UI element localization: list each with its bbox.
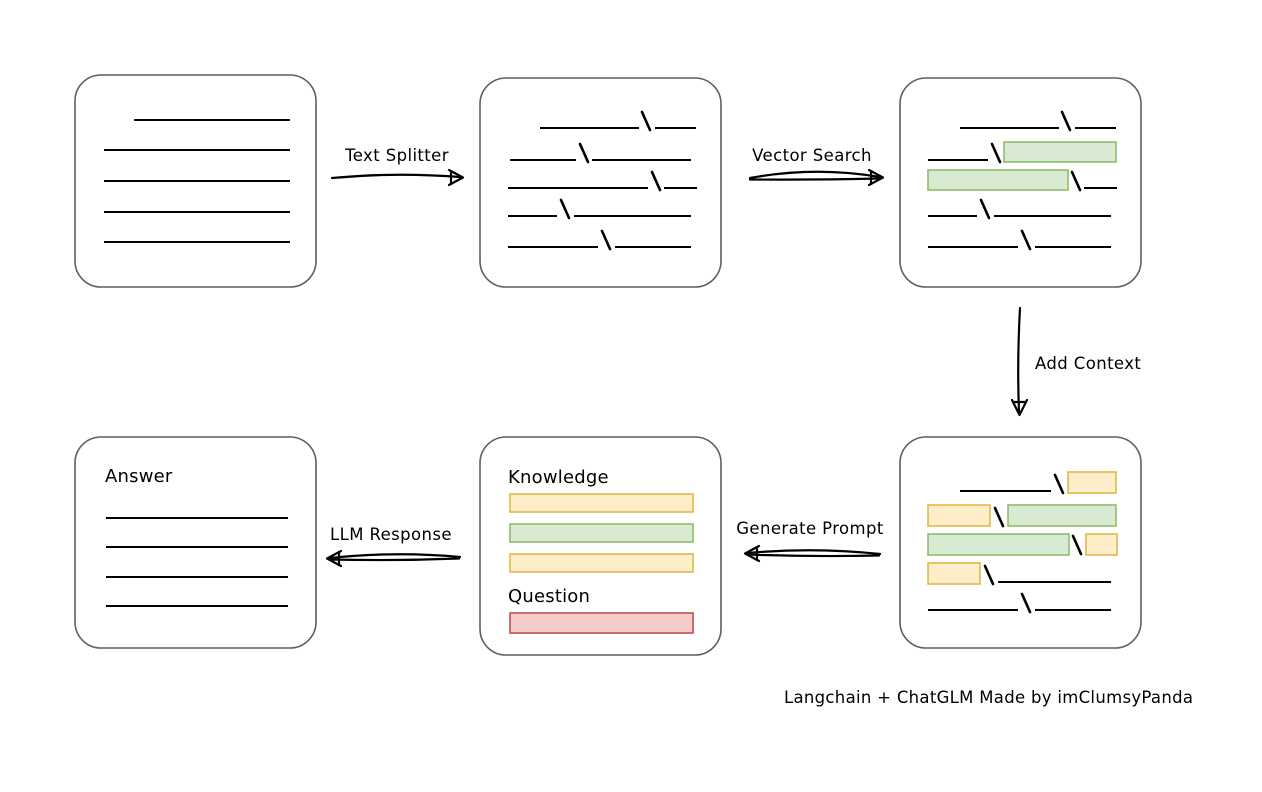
matched-chunk-green-2 (927, 169, 1069, 191)
question-chip-red-1 (509, 612, 694, 634)
context-chunk-yellow-2 (927, 504, 991, 527)
node-context-document[interactable] (899, 436, 1142, 649)
node-prompt[interactable]: Knowledge Question (479, 436, 722, 656)
edge-vector-search: Vector Search (748, 146, 885, 187)
context-chunk-yellow-1 (1067, 471, 1117, 494)
edge-add-context: Add Context (1010, 306, 1141, 417)
context-chunk-yellow-3 (1085, 533, 1118, 556)
context-document-lines (927, 471, 1118, 614)
source-document-lines (104, 118, 290, 244)
edge-label-text-splitter: Text Splitter (344, 146, 449, 165)
knowledge-chip-yellow-1 (509, 493, 694, 513)
prompt-box[interactable] (479, 436, 722, 656)
edge-label-vector-search: Vector Search (752, 146, 872, 165)
edge-llm-response: LLM Response (325, 525, 462, 568)
prompt-question-chips (509, 612, 694, 634)
answer-lines (106, 516, 288, 608)
context-chunk-green-2 (927, 533, 1070, 556)
knowledge-chip-green-1 (509, 523, 694, 543)
context-chunk-green-1 (1007, 504, 1117, 527)
node-matched-document[interactable] (899, 77, 1142, 288)
knowledge-chip-yellow-2 (509, 553, 694, 573)
answer-box[interactable] (74, 436, 317, 649)
edge-generate-prompt: Generate Prompt (736, 519, 884, 563)
edge-label-generate-prompt: Generate Prompt (736, 519, 884, 538)
prompt-knowledge-chips (509, 493, 694, 573)
split-document-box[interactable] (479, 77, 722, 288)
split-document-lines (508, 110, 697, 251)
edge-text-splitter: Text Splitter (330, 146, 465, 187)
matched-document-lines (927, 110, 1117, 251)
edge-label-llm-response: LLM Response (330, 525, 452, 544)
node-answer[interactable]: Answer (74, 436, 317, 649)
prompt-question-label: Question (508, 586, 590, 607)
footer-credit: Langchain + ChatGLM Made by imClumsyPand… (784, 688, 1193, 707)
node-split-document[interactable] (479, 77, 722, 288)
prompt-knowledge-label: Knowledge (508, 467, 609, 488)
answer-label: Answer (105, 466, 173, 487)
node-source-document[interactable] (74, 74, 317, 288)
context-chunk-yellow-4 (927, 562, 981, 585)
edge-label-add-context: Add Context (1035, 354, 1141, 373)
matched-chunk-green-1 (1003, 141, 1117, 163)
